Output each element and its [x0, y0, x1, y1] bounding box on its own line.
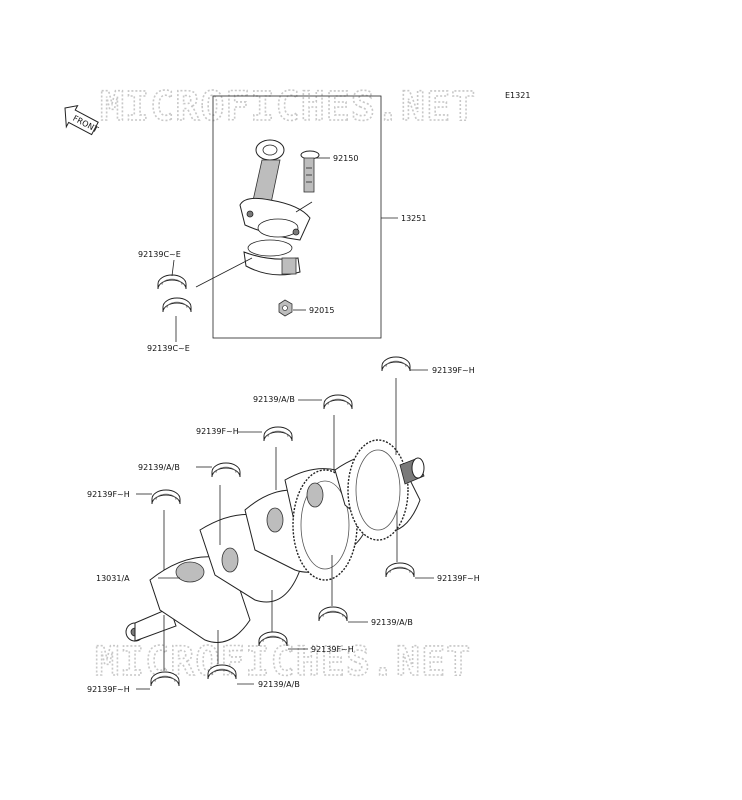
label-main-4: 92139/A/B: [138, 463, 180, 472]
nut: [278, 299, 293, 317]
rod-cap: [243, 239, 301, 276]
main-bearing-1: [381, 356, 411, 372]
main-bearing-6: [385, 562, 415, 578]
label-rod-assembly: 13251: [401, 214, 426, 223]
rod-assembly-box: [212, 95, 382, 339]
label-main-3: 92139F~H: [196, 427, 239, 436]
rod-bearing-link-line: [195, 257, 253, 288]
main-bearing-2: [323, 394, 353, 410]
label-main-7: 92139/A/B: [371, 618, 413, 627]
label-main-10: 92139F~H: [87, 685, 130, 694]
label-main-6: 92139F~H: [437, 574, 480, 583]
rod-bearing-lower: [162, 297, 192, 313]
label-bolt: 92150: [333, 154, 358, 163]
crankshaft: [125, 439, 425, 643]
main-bearing-7: [318, 606, 348, 622]
rod-bearing-upper-leader: [171, 259, 175, 277]
main-bearing-5: [151, 489, 181, 505]
watermark-top: MICROFICHES.NET: [100, 84, 476, 130]
label-main-2: 92139/A/B: [253, 395, 295, 404]
label-crankshaft: 13031/A: [96, 574, 130, 583]
bolt: [300, 150, 320, 193]
front-arrow-icon: FRONT: [64, 104, 100, 136]
rod-bearing-upper: [157, 274, 187, 290]
label-main-5: 92139F~H: [87, 490, 130, 499]
label-main-9: 92139/A/B: [258, 680, 300, 689]
diagram-code: E1321: [505, 91, 530, 100]
label-rod-bearing-lower: 92139C~E: [147, 344, 190, 353]
bolt-position-line: [295, 201, 313, 213]
main-bearing-4: [211, 462, 241, 478]
main-bearing-3: [263, 426, 293, 442]
connecting-rod: [239, 139, 311, 241]
label-main-1: 92139F~H: [432, 366, 475, 375]
label-nut: 92015: [309, 306, 334, 315]
label-rod-bearing-upper: 92139C~E: [138, 250, 181, 259]
label-main-8: 92139F~H: [311, 645, 354, 654]
